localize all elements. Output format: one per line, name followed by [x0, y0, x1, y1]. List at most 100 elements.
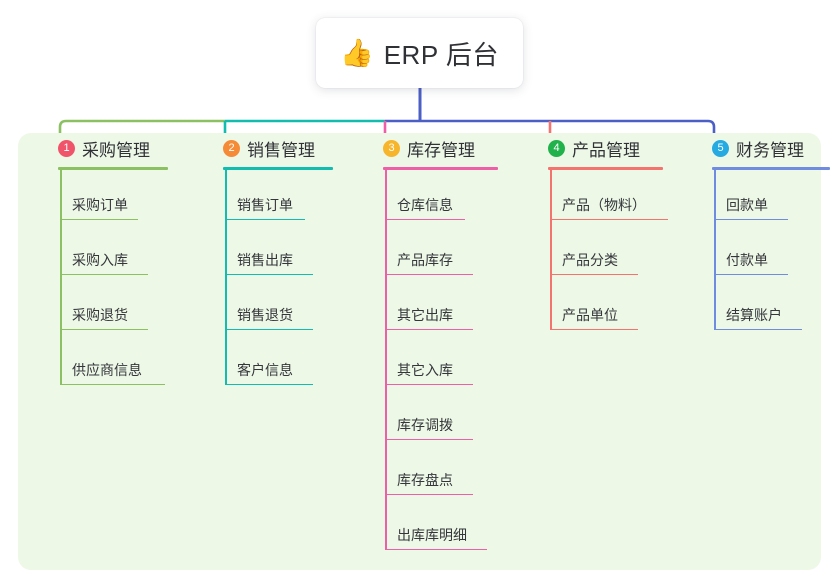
branch-badge-2: 2	[223, 139, 240, 157]
leaf-item[interactable]: 采购入库	[38, 225, 168, 280]
leaf-item-rule	[385, 328, 473, 330]
leaf-item-rule	[225, 218, 305, 220]
leaf-item-label: 产品单位	[562, 307, 618, 323]
leaf-item-label: 产品分类	[562, 252, 618, 268]
leaf-item[interactable]: 产品分类	[528, 225, 663, 280]
branch-title-1: 采购管理	[82, 140, 150, 160]
leaf-item[interactable]: 客户信息	[203, 335, 333, 390]
leaf-item-label: 采购订单	[72, 197, 128, 213]
branch-header-2[interactable]: 2 销售管理	[203, 133, 333, 163]
branch-spine-2	[225, 170, 227, 385]
leaf-item-rule	[385, 493, 473, 495]
leaf-item-label: 其它入库	[397, 362, 453, 378]
leaf-item[interactable]: 库存调拨	[363, 390, 498, 445]
leaf-item[interactable]: 销售订单	[203, 170, 333, 225]
leaf-item[interactable]: 销售出库	[203, 225, 333, 280]
leaf-item-rule	[714, 218, 788, 220]
branch-column-2: 2 销售管理销售订单销售出库销售退货客户信息	[203, 133, 333, 390]
leaf-item-rule	[60, 383, 165, 385]
leaf-item-rule	[60, 218, 138, 220]
branch-header-5[interactable]: 5 财务管理	[692, 133, 830, 163]
branch-items-2: 销售订单销售出库销售退货客户信息	[203, 170, 333, 390]
leaf-item-label: 客户信息	[237, 362, 293, 378]
leaf-item-rule	[385, 383, 473, 385]
leaf-item-rule	[550, 218, 668, 220]
leaf-item-rule	[385, 548, 487, 550]
leaf-item-rule	[550, 273, 638, 275]
branches-panel: 1 采购管理采购订单采购入库采购退货供应商信息 2 销售管理销售订单销售出库销售退货客…	[18, 133, 830, 570]
leaf-item-rule	[550, 328, 638, 330]
leaf-item-label: 销售订单	[237, 197, 293, 213]
leaf-item-label: 其它出库	[397, 307, 453, 323]
branch-header-3[interactable]: 3 库存管理	[363, 133, 498, 163]
branch-column-5: 5 财务管理回款单付款单结算账户	[692, 133, 830, 335]
leaf-item-rule	[225, 273, 313, 275]
branch-spine-5	[714, 170, 716, 330]
root-node[interactable]: 👍 ERP 后台	[316, 18, 523, 88]
leaf-item-rule	[60, 328, 148, 330]
leaf-item-label: 产品库存	[397, 252, 453, 268]
branch-badge-3: 3	[383, 139, 400, 157]
leaf-item-label: 付款单	[726, 252, 768, 268]
branch-column-1: 1 采购管理采购订单采购入库采购退货供应商信息	[38, 133, 168, 390]
leaf-item-label: 销售退货	[237, 307, 293, 323]
leaf-item-label: 采购入库	[72, 252, 128, 268]
branch-title-3: 库存管理	[407, 140, 475, 160]
leaf-item[interactable]: 销售退货	[203, 280, 333, 335]
leaf-item-rule	[714, 328, 802, 330]
leaf-item-label: 出库库明细	[397, 527, 467, 543]
leaf-item[interactable]: 产品（物料）	[528, 170, 668, 225]
branch-items-4: 产品（物料） 产品分类产品单位	[528, 170, 668, 335]
branch-items-1: 采购订单采购入库采购退货供应商信息	[38, 170, 168, 390]
root-title: ERP 后台	[383, 39, 499, 70]
branch-title-5: 财务管理	[736, 140, 804, 160]
branch-column-3: 3 库存管理仓库信息产品库存其它出库其它入库库存调拨库存盘点出库库明细	[363, 133, 498, 555]
branch-header-rule-4	[548, 167, 663, 170]
leaf-item[interactable]: 出库库明细	[363, 500, 498, 555]
leaf-item-label: 供应商信息	[72, 362, 142, 378]
leaf-item[interactable]: 库存盘点	[363, 445, 498, 500]
leaf-item-rule	[225, 328, 313, 330]
leaf-item-rule	[225, 383, 313, 385]
branch-header-1[interactable]: 1 采购管理	[38, 133, 168, 163]
leaf-item[interactable]: 回款单	[692, 170, 830, 225]
branch-spine-1	[60, 170, 62, 385]
leaf-item-rule	[385, 438, 473, 440]
leaf-item-label: 回款单	[726, 197, 768, 213]
leaf-item-label: 仓库信息	[397, 197, 453, 213]
leaf-item[interactable]: 采购退货	[38, 280, 168, 335]
leaf-item-label: 产品（物料）	[562, 197, 646, 213]
branch-badge-4: 4	[548, 139, 565, 157]
branch-header-rule-2	[223, 167, 333, 170]
leaf-item[interactable]: 其它入库	[363, 335, 498, 390]
branch-badge-5: 5	[712, 139, 729, 157]
leaf-item[interactable]: 供应商信息	[38, 335, 168, 390]
branch-items-5: 回款单付款单结算账户	[692, 170, 830, 335]
leaf-item[interactable]: 产品库存	[363, 225, 498, 280]
branch-header-rule-1	[58, 167, 168, 170]
branch-spine-4	[550, 170, 552, 330]
branch-spine-3	[385, 170, 387, 550]
leaf-item-rule	[385, 273, 473, 275]
leaf-item[interactable]: 采购订单	[38, 170, 168, 225]
leaf-item[interactable]: 其它出库	[363, 280, 498, 335]
branch-header-rule-3	[383, 167, 498, 170]
branch-header-4[interactable]: 4 产品管理	[528, 133, 663, 163]
branch-title-4: 产品管理	[572, 140, 640, 160]
branch-badge-1: 1	[58, 139, 75, 157]
thumbs-up-icon: 👍	[340, 37, 374, 68]
leaf-item-label: 销售出库	[237, 252, 293, 268]
leaf-item[interactable]: 产品单位	[528, 280, 663, 335]
branch-items-3: 仓库信息产品库存其它出库其它入库库存调拨库存盘点出库库明细	[363, 170, 498, 555]
leaf-item-label: 库存盘点	[397, 472, 453, 488]
leaf-item[interactable]: 结算账户	[692, 280, 830, 335]
leaf-item-rule	[714, 273, 788, 275]
leaf-item-rule	[385, 218, 465, 220]
branch-title-2: 销售管理	[247, 140, 315, 160]
branch-column-4: 4 产品管理产品（物料） 产品分类产品单位	[528, 133, 668, 335]
leaf-item-label: 库存调拨	[397, 417, 453, 433]
leaf-item[interactable]: 仓库信息	[363, 170, 498, 225]
leaf-item-rule	[60, 273, 148, 275]
leaf-item[interactable]: 付款单	[692, 225, 830, 280]
